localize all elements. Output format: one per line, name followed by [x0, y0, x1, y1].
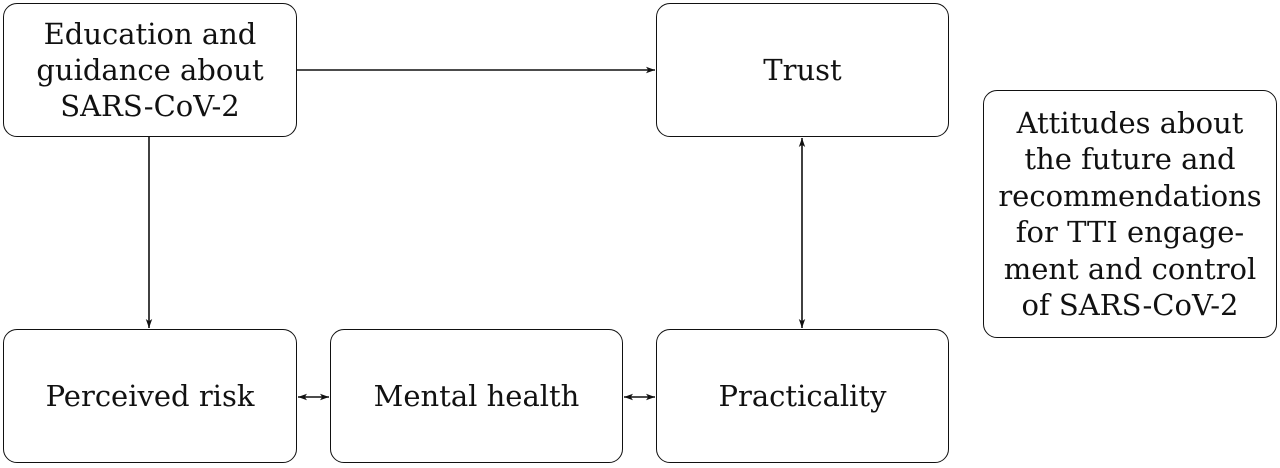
node-trust-label: Trust [763, 53, 842, 87]
node-trust: Trust [656, 3, 949, 137]
node-attitudes-line-5: ment and control [1003, 251, 1257, 286]
node-perceived-risk: Perceived risk [3, 329, 297, 463]
node-education-line-2: guidance about [36, 53, 264, 87]
node-perceived-risk-label: Perceived risk [45, 379, 255, 413]
node-education-guidance: Education and guidance about SARS-CoV-2 [3, 3, 297, 137]
node-attitudes-recommendations: Attitudes about the future and recommend… [983, 90, 1277, 338]
node-mental-health: Mental health [330, 329, 623, 463]
node-attitudes-line-4: for TTI engage- [1015, 215, 1245, 249]
node-education-line-1: Education and [43, 17, 257, 51]
node-attitudes-line-3: recommendations [998, 178, 1262, 213]
node-practicality: Practicality [656, 329, 949, 463]
node-attitudes-line-1: Attitudes about [1016, 105, 1244, 140]
node-practicality-label: Practicality [718, 379, 887, 413]
node-education-line-3: SARS-CoV-2 [60, 89, 240, 123]
node-mental-health-label: Mental health [373, 379, 580, 413]
node-attitudes-line-2: the future and [1024, 142, 1236, 176]
node-attitudes-line-6: of SARS-CoV-2 [1021, 288, 1239, 322]
